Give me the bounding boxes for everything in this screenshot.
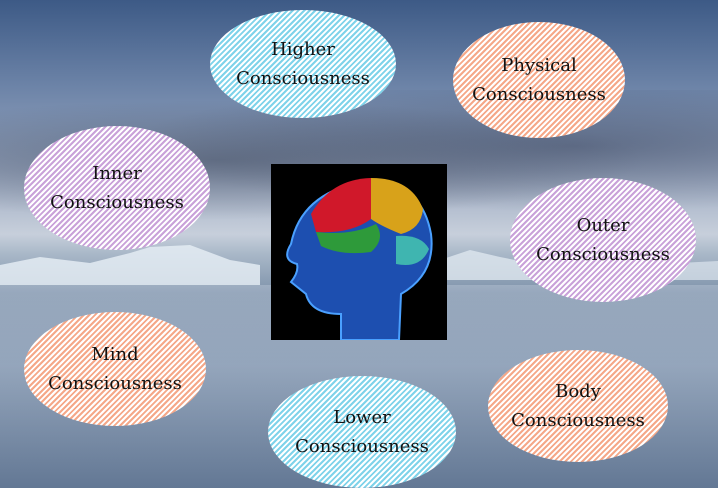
node-physical-consciousness: Physical Consciousness bbox=[453, 22, 625, 138]
node-outer-consciousness: Outer Consciousness bbox=[510, 178, 696, 302]
node-label-line2: Consciousness bbox=[536, 244, 670, 265]
node-label-line1: Inner bbox=[92, 163, 142, 184]
node-label-line2: Consciousness bbox=[511, 410, 645, 431]
node-label-line1: Mind bbox=[91, 344, 139, 365]
node-label-line2: Consciousness bbox=[295, 436, 429, 457]
node-label-line1: Body bbox=[555, 381, 601, 402]
node-label-line1: Outer bbox=[576, 215, 630, 236]
brain-image bbox=[271, 164, 447, 341]
node-body-consciousness: Body Consciousness bbox=[488, 350, 668, 462]
node-higher-consciousness: Higher Consciousness bbox=[210, 10, 396, 118]
node-label-line2: Consciousness bbox=[50, 192, 184, 213]
node-label-line1: Physical bbox=[501, 55, 577, 76]
node-label-line1: Lower bbox=[333, 407, 391, 428]
node-lower-consciousness: Lower Consciousness bbox=[268, 376, 456, 488]
node-inner-consciousness: Inner Consciousness bbox=[24, 126, 210, 250]
node-mind-consciousness: Mind Consciousness bbox=[24, 312, 206, 426]
node-label-line1: Higher bbox=[271, 39, 335, 60]
head-brain-icon bbox=[286, 178, 433, 341]
node-label-line2: Consciousness bbox=[48, 373, 182, 394]
node-label-line2: Consciousness bbox=[472, 84, 606, 105]
node-label-line2: Consciousness bbox=[236, 68, 370, 89]
